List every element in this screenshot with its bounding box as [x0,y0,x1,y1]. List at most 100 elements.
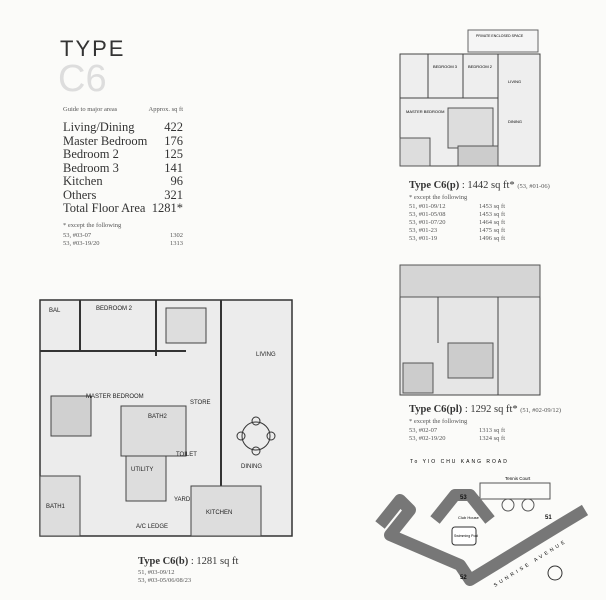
row-value: 1324 sq ft [479,435,505,442]
pex-row: 53, #01-05/08 1453 sq ft [409,211,574,219]
area-row: Bedroom 2 125 [63,147,183,162]
label-bath2: BATH2 [148,414,168,420]
row-label: 53, #02-19/20 [409,435,446,442]
row-value: 125 [164,147,183,161]
c6pl-title: Type C6(pl) [409,404,463,415]
label-bed2: BEDROOM 2 [468,64,493,69]
c6p-note: * except the following [409,194,468,201]
row-value: 96 [170,174,184,188]
c6p-units: (53, #01-06) [517,183,550,190]
except-note: * except the following [63,221,122,229]
c6pl-area: : 1292 sq ft* [464,404,518,415]
area-row: Bedroom 3 141 [63,160,183,176]
label-master: MASTER BEDROOM [86,394,144,400]
aex-row: 53, #03-07 1302 [63,232,183,240]
area-table: Guide to major areas Approx. sq ft Living… [63,106,183,248]
label-pes: PRIVATE ENCLOSED SPACE [476,34,524,38]
floor-plan-c6pl [399,264,541,396]
row-label: Master Bedroom [63,133,148,148]
row-value: 141 [164,160,183,175]
plex-row: 53, #02-19/20 1324 sq ft [409,435,574,443]
label-acledge: A/C LEDGE [136,524,168,530]
c6b-area: : 1281 sq ft [190,556,239,567]
row-label: 53, #01-07/20 [409,219,446,226]
label-bed2: BEDROOM 2 [96,306,133,312]
floor-plan-c6p: PRIVATE ENCLOSED SPACE BEDROOM 3 BEDROOM… [399,29,541,167]
row-label: Bedroom 2 [63,147,119,161]
col-right: Approx. sq ft [148,106,183,113]
row-value: 1313 sq ft [479,427,505,434]
row-value: 1464 sq ft [479,219,505,226]
label-dining: DINING [241,464,262,470]
label-kitchen: KITCHEN [206,510,232,516]
floor-plan-c6b: BAL BEDROOM 2 LIVING MASTER BEDROOM BATH… [39,299,293,537]
label-store: STORE [190,400,211,406]
caption-c6b: Type C6(b) : 1281 sq ft 51, #03-09/12 53… [138,556,298,585]
c6b-unit: 51, #03-09/12 [138,569,175,576]
c6pl-units: (51, #02-09/12) [520,407,562,414]
pex-row: 53, #01-23 1475 sq ft [409,227,574,235]
row-label: 53, #01-23 [409,227,438,234]
c6b-title: Type C6(b) [138,556,189,567]
c6b-unit: 53, #03-05/06/08/23 [138,577,192,584]
row-value: 422 [164,120,183,134]
row-label: Bedroom 3 [63,160,119,175]
c6p-area: : 1442 sq ft* [461,180,515,191]
area-row: Living/Dining 422 [63,120,183,135]
label-bath1: BATH1 [46,504,66,510]
type-code: C6 [58,58,107,100]
row-value: 1313 [170,239,183,247]
label-bed3: BEDROOM 3 [433,64,458,69]
c6pl-note: * except the following [409,418,468,425]
c6p-title: Type C6(p) [409,180,460,191]
row-label: Living/Dining [63,120,135,134]
club-label: Club House [458,515,480,520]
block-53: 53 [460,495,467,501]
pex-row: 53, #01-19 1496 sq ft [409,235,574,243]
row-label: 53, #01-05/08 [409,211,446,218]
row-label: 53, #01-19 [409,235,438,242]
plex-row: 53, #02-07 1313 sq ft [409,427,574,435]
block-52: 52 [460,575,467,581]
label-yard: YARD [174,497,191,503]
area-row: Kitchen 96 [63,174,184,189]
area-row: Master Bedroom 176 [63,133,183,149]
row-value: 1496 sq ft [479,235,505,242]
pex-row: 53, #01-07/20 1464 sq ft [409,219,574,227]
type-heading: TYPE [60,36,126,61]
row-value: 176 [164,133,183,148]
north-arrow-icon [547,565,563,581]
col-left: Guide to major areas [63,106,118,113]
row-label: 53, #03-07 [63,231,92,239]
aex-row: 53, #03-19/20 1313 [63,240,183,248]
row-label: Kitchen [63,174,103,188]
row-label: 53, #02-07 [409,427,438,434]
area-row: Total Floor Area 1281* [63,201,183,216]
row-value: 1281* [151,201,183,215]
row-value: 1453 sq ft [479,203,505,210]
label-utility: UTILITY [131,467,153,473]
caption-c6pl: Type C6(pl) : 1292 sq ft* (51, #02-09/12… [409,404,574,443]
label-toilet: TOILET [176,452,197,458]
pool-label: Swimming Pool [454,534,478,538]
label-living: LIVING [508,79,521,84]
row-value: 1453 sq ft [479,211,505,218]
road-label: To YIO CHU KANG ROAD [410,459,509,465]
block-51: 51 [545,515,552,521]
row-value: 321 [164,187,183,202]
row-label: Total Floor Area [63,201,146,215]
row-label: Others [63,187,97,202]
tennis-label: Tennis Court [505,476,531,481]
row-value: 1475 sq ft [479,227,505,234]
label-bal: BAL [49,308,61,314]
site-plan: To YIO CHU KANG ROAD Tennis Court Club H… [375,459,589,589]
row-label: 53, #03-19/20 [63,239,100,247]
label-master: MASTER BEDROOM [406,109,444,114]
area-row: Others 321 [63,187,183,203]
row-label: 51, #01-09/12 [409,203,446,210]
label-living: LIVING [256,352,276,358]
row-value: 1302 [170,231,183,239]
pex-row: 51, #01-09/12 1453 sq ft [409,203,574,211]
caption-c6p: Type C6(p) : 1442 sq ft* (53, #01-06) * … [409,180,574,243]
label-dining: DINING [508,119,522,124]
